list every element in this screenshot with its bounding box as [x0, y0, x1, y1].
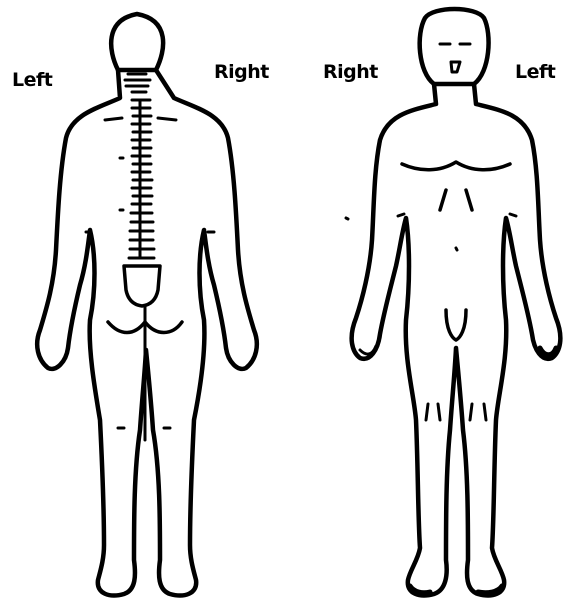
- front-navel: [456, 248, 457, 250]
- face-nose: [451, 62, 460, 72]
- front-ribs-left: [440, 190, 446, 210]
- sacrum: [124, 266, 160, 306]
- shoulder-line-left: [105, 118, 122, 120]
- front-knees: [426, 404, 486, 420]
- shoulder-line-right: [158, 118, 176, 120]
- back-view-figure: [37, 14, 257, 595]
- front-ribs-right: [466, 190, 472, 210]
- front-view-figure: [346, 9, 560, 595]
- back-head: [111, 14, 163, 70]
- front-chest: [402, 162, 510, 170]
- front-groin: [446, 310, 466, 340]
- spine: [125, 74, 154, 258]
